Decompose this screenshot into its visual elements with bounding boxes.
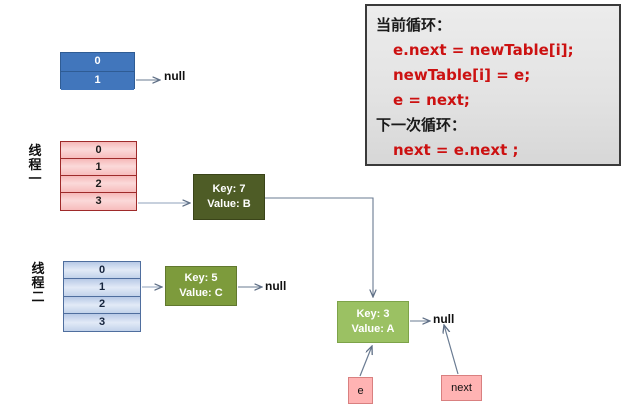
bucket-cell[interactable]: 2	[61, 176, 136, 193]
thread-two-label: 线 程 二	[30, 263, 46, 305]
wire-e-to-nodea	[359, 346, 372, 377]
code-line-4: next = e.next ;	[393, 141, 519, 159]
entry-node-key: Key: 7	[212, 183, 246, 195]
bucket-cell[interactable]: 1	[61, 159, 136, 176]
code-line-1: e.next = newTable[i];	[393, 41, 574, 59]
bucket-table-red: 0 1 2 3	[60, 141, 137, 211]
entry-node-key: Key: 3	[356, 308, 390, 320]
code-line-header-current: 当前循环：	[376, 16, 452, 34]
null-label-top: null	[164, 69, 186, 83]
code-line-3: e = next;	[393, 91, 470, 109]
bucket-cell[interactable]: 1	[64, 279, 140, 297]
entry-node-key: Key: 5	[184, 272, 218, 284]
pointer-box-next[interactable]: next	[441, 375, 482, 401]
thread-one-label: 线 程 一	[27, 145, 43, 187]
bucket-cell[interactable]: 0	[61, 142, 136, 159]
bucket-table-blue-solid: 0 1	[60, 52, 135, 90]
entry-node-value: Value: B	[207, 198, 251, 210]
null-label-middle: null	[265, 279, 287, 293]
bucket-cell[interactable]: 2	[64, 296, 140, 314]
pointer-box-e-label: e	[357, 384, 364, 397]
bucket-cell[interactable]: 0	[61, 53, 134, 72]
entry-node-key5[interactable]: Key: 5 Value: C	[165, 266, 237, 306]
bucket-cell[interactable]: 3	[61, 193, 136, 210]
thread-two-label-char: 二	[31, 290, 45, 305]
bucket-table-blue-gradient: 0 1 2 3	[63, 261, 141, 332]
bucket-cell[interactable]: 3	[64, 313, 140, 331]
thread-one-label-char: 程	[28, 158, 42, 173]
pointer-box-e[interactable]: e	[348, 377, 373, 404]
entry-node-key7[interactable]: Key: 7 Value: B	[193, 174, 265, 220]
entry-node-key3[interactable]: Key: 3 Value: A	[337, 301, 409, 343]
code-annotation-panel: 当前循环： e.next = newTable[i]; newTable[i] …	[365, 4, 621, 166]
thread-two-label-char: 线	[31, 262, 45, 277]
thread-one-label-char: 一	[28, 172, 42, 187]
entry-node-value: Value: A	[351, 323, 395, 335]
pointer-box-next-label: next	[451, 382, 472, 394]
null-label-right: null	[433, 312, 455, 326]
wire-next-to-null	[444, 325, 459, 375]
bucket-cell[interactable]: 1	[61, 71, 134, 90]
bucket-cell[interactable]: 0	[64, 262, 140, 280]
thread-two-label-char: 程	[31, 276, 45, 291]
code-line-2: newTable[i] = e;	[393, 66, 531, 84]
code-line-header-next: 下一次循环：	[376, 116, 467, 134]
entry-node-value: Value: C	[179, 287, 223, 299]
thread-one-label-char: 线	[28, 144, 42, 159]
